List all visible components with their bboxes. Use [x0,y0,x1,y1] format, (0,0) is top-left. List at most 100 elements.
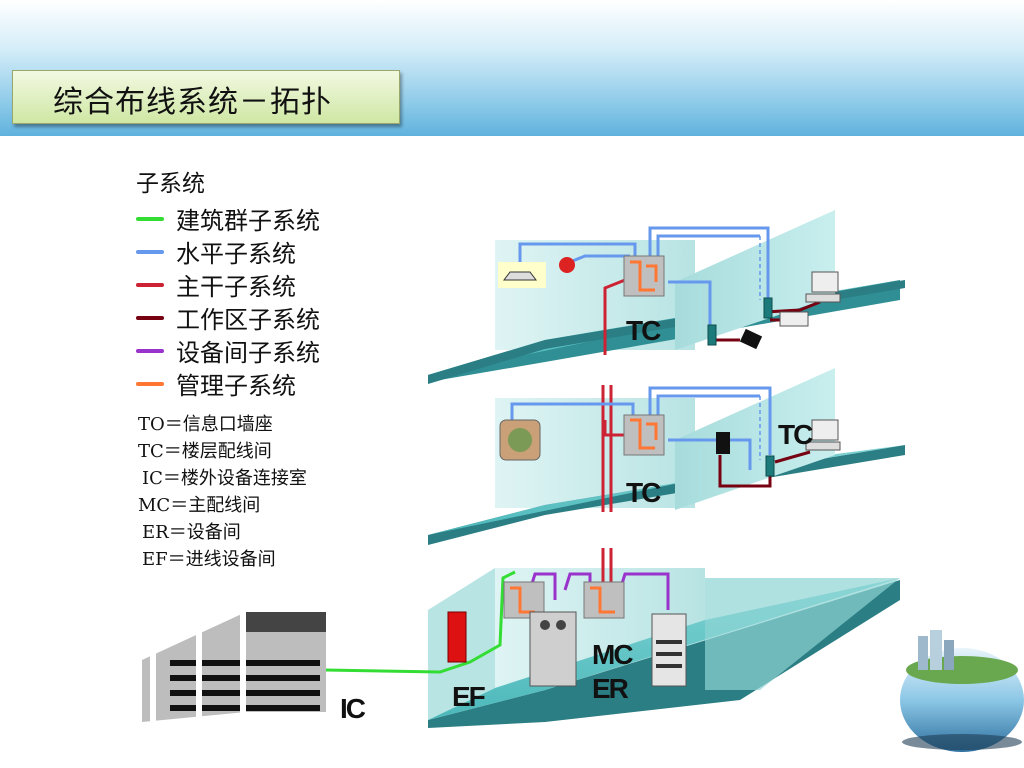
tower-block [930,630,942,670]
label-tc-top: TC [626,315,661,346]
fan [540,620,550,630]
legend-item: 工作区子系统 [136,301,320,334]
distribution-frame-middle [623,414,665,456]
patch-cord [510,586,535,614]
label-ic: IC [340,693,366,724]
phone-body [716,432,730,454]
work-area-line [718,455,772,488]
horizontal-line [648,386,772,455]
entrance-box [447,611,467,663]
monitor [811,419,839,441]
abbreviation-ef: EF＝进线设备间 [142,549,276,570]
legend-label: 管理子系统 [176,372,296,400]
entrance-facility-icon [447,611,467,663]
label-tc-middle-right: TC [778,419,813,450]
equipment-line [563,572,592,591]
outlet [707,324,717,346]
legend-label: 建筑群子系统 [176,207,320,235]
backbone-line [603,278,626,355]
legend-item: 水平子系统 [136,235,320,268]
keyboard [805,293,841,303]
backbone-line [603,420,625,437]
patch-cord [630,418,658,450]
building-icon [142,610,326,726]
phone-icon [716,432,730,454]
bell-body [559,257,575,273]
globe-shadow [902,734,1022,750]
patch-cord [630,260,658,292]
plant-icon [499,419,541,461]
legend-label: 主干子系统 [176,273,296,301]
tower-slot [656,640,682,644]
outlet [763,297,773,319]
legend-swatch-green [136,216,164,221]
globe-city-icon [900,630,1024,752]
legend-label: 工作区子系统 [176,306,320,334]
building-pillar [240,610,246,724]
legend-label: 水平子系统 [176,240,296,268]
label-ef: EF [452,681,486,712]
legend-swatch-blue [136,249,164,254]
horizontal-line [518,242,637,262]
camera-icon [739,328,763,350]
label-mc: MC [592,639,633,670]
side-wall-top [675,210,835,350]
cabinet [529,611,577,687]
horizontal-line [668,280,712,325]
legend: 子系统 建筑群子系统 水平子系统 主干子系统 工作区子系统 设备间子系统 管理子… [136,164,320,400]
side-wall-middle [675,368,835,510]
distribution-frame-bottom-left [503,581,545,619]
floor-right-bottom [705,578,900,690]
campus-line [324,570,516,674]
ceiling-lamp-icon [498,262,546,288]
title-box: 综合布线系统－拓扑 [12,70,400,124]
horizontal-line [569,254,630,264]
abbreviation-mc: MC＝主配线间 [138,495,261,516]
outlet [765,455,775,477]
building-roof [246,612,326,632]
tower-block [918,636,928,670]
distribution-frame-bottom-right [583,581,625,619]
horizontal-line [668,438,752,470]
label-tc-middle: TC [626,477,661,508]
server-tower-icon [651,613,687,687]
work-area-line [764,300,821,314]
abbreviation-list: TO＝信息口墙座 TC＝楼层配线间 IC＝楼外设备连接室 MC＝主配线间 ER＝… [138,411,307,573]
abbreviation-er: ER＝设备间 [142,522,241,543]
alarm-bell-icon [559,257,575,273]
horizontal-line [510,402,635,430]
abbreviation-ic: IC＝楼外设备连接室 [142,468,307,489]
fan [556,620,566,630]
abbreviation-to: TO＝信息口墙座 [138,414,273,435]
legend-item: 设备间子系统 [136,334,320,367]
legend-label: 设备间子系统 [176,339,320,367]
tower-block [944,640,954,670]
server-cabinet-icon [529,611,577,687]
building-pillar [150,650,156,726]
legend-item: 管理子系统 [136,367,320,400]
horizontal-line [648,226,770,298]
abbreviation-tc: TC＝楼层配线间 [138,441,272,462]
printer-body [779,311,809,327]
tower [651,613,687,687]
computer-icon-middle [805,419,841,451]
work-area-line [774,450,811,464]
label-er: ER [592,673,629,704]
tower-slot [656,652,682,656]
page-title: 综合布线系统－拓扑 [53,85,332,120]
keyboard [805,441,841,451]
campus-cables [324,570,516,674]
plant-leaves [508,428,532,452]
tower-slot [656,664,682,668]
lamp-shade [503,271,537,281]
legend-swatch-red [136,282,164,287]
printer-icon [779,311,809,327]
distribution-frame-top [623,255,665,297]
legend-item: 主干子系统 [136,268,320,301]
monitor [811,271,839,293]
patch-cord [590,586,615,614]
building-pillar [196,626,202,726]
legend-swatch-darkred [136,315,164,320]
legend-swatch-orange [136,381,164,386]
